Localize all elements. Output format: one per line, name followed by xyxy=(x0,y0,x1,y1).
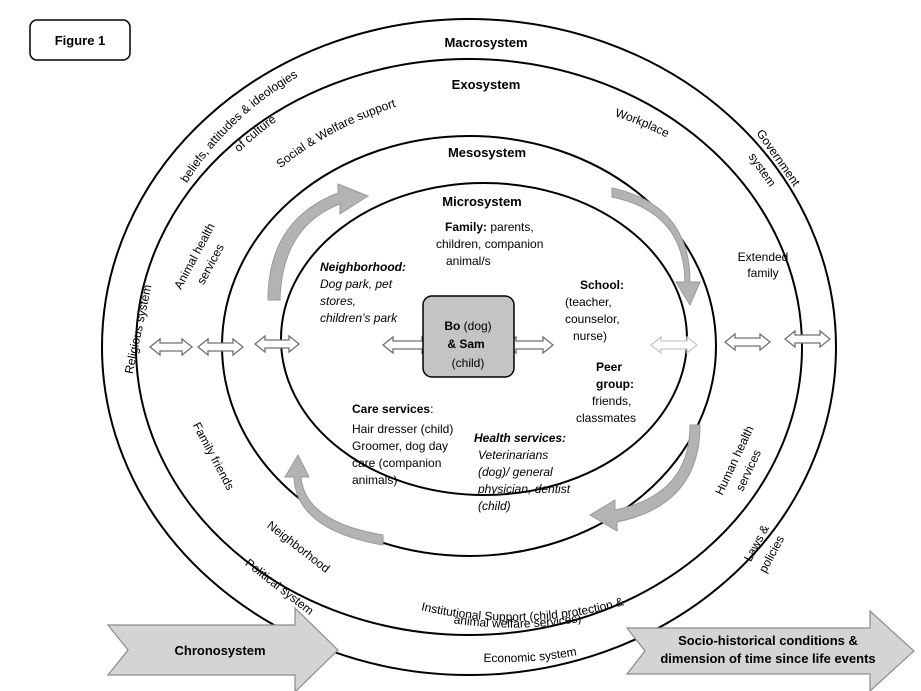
health-heading: Health services: xyxy=(474,431,566,445)
center-bo: Bo xyxy=(444,319,460,333)
exosystem-ring xyxy=(135,58,803,636)
chronosystem-right-arrow xyxy=(625,609,915,691)
double-arrow-3 xyxy=(253,334,301,354)
family-line-3: animal/s xyxy=(446,254,491,268)
svg-text:Workplace: Workplace xyxy=(614,106,672,141)
double-arrow-8 xyxy=(783,329,832,349)
care-heading: Care services xyxy=(352,402,430,416)
center-box xyxy=(422,295,515,378)
chrono-right-line-2: dimension of time since life events xyxy=(660,651,875,666)
macrosystem-ring xyxy=(101,18,837,676)
care-colon: : xyxy=(430,402,433,416)
chrono-right-line-1: Socio-historical conditions & xyxy=(678,633,858,648)
svg-text:animal welfare services): animal welfare services) xyxy=(453,611,582,631)
neighborhood-line-3: children’s park xyxy=(320,311,398,325)
school-heading: School: xyxy=(580,278,624,292)
curved-arrows xyxy=(267,183,701,546)
family-text-1: parents, xyxy=(487,220,534,234)
care-line-4: animals) xyxy=(352,473,397,487)
peer-line-2: group: xyxy=(596,377,634,391)
care-line-3: care (companion xyxy=(352,456,441,470)
care-heading-line: Care services: xyxy=(352,402,433,416)
political-system-label: Political system xyxy=(243,556,317,618)
chronosystem-label: Chronosystem xyxy=(174,643,265,658)
social-welfare-label: Social & Welfare support xyxy=(273,96,397,171)
center-line-3: (child) xyxy=(452,356,485,370)
figure-label: Figure 1 xyxy=(55,33,106,48)
curved-arrow-bottom-left xyxy=(284,453,384,546)
family-line-1: Family: parents, xyxy=(445,220,534,234)
svg-text:Social & Welfare support: Social & Welfare support xyxy=(273,96,397,171)
center-line-2: & Sam xyxy=(447,337,484,351)
extended-family-label-1: Extended xyxy=(738,250,789,264)
curved-arrow-top-right xyxy=(611,187,701,307)
peer-line-1: Peer xyxy=(596,360,622,374)
center-dog: (dog) xyxy=(460,319,491,333)
double-arrow-7 xyxy=(723,332,772,352)
institutional-label-2: animal welfare services) xyxy=(453,611,582,631)
neighborhood-line-1: Dog park, pet xyxy=(320,277,393,291)
double-arrows xyxy=(148,329,832,357)
double-arrow-6 xyxy=(649,335,699,355)
curved-arrow-bottom-right xyxy=(589,424,701,532)
care-line-1: Hair dresser (child) xyxy=(352,422,453,436)
economic-system-label: Economic system xyxy=(483,644,577,665)
school-line-3: nurse) xyxy=(573,329,607,343)
chronosystem-left-arrow xyxy=(106,606,339,691)
peer-line-3: friends, xyxy=(592,394,631,408)
family-line-2: children, companion xyxy=(436,237,543,251)
care-line-2: Groomer, dog day xyxy=(352,439,448,453)
health-line-2: (dog)/ general xyxy=(478,465,553,479)
double-arrow-1 xyxy=(148,337,194,357)
neighborhood-heading: Neighborhood: xyxy=(320,260,406,274)
double-arrow-5 xyxy=(504,335,555,355)
health-line-3: physician, dentist xyxy=(477,482,571,496)
school-line-2: counselor, xyxy=(565,312,620,326)
macrosystem-label: Macrosystem xyxy=(444,35,527,50)
curved-arrow-top-left xyxy=(267,183,370,301)
svg-text:Economic system: Economic system xyxy=(483,644,577,665)
figure-label-box xyxy=(29,19,131,61)
religious-system-label: Religious system xyxy=(122,283,155,375)
neighborhood-ring-label: Neighborhood xyxy=(264,518,332,575)
center-line-1: Bo (dog) xyxy=(444,319,491,333)
school-line-1: (teacher, xyxy=(565,295,612,309)
double-arrow-2 xyxy=(196,337,245,357)
exosystem-label: Exosystem xyxy=(452,77,521,92)
family-friends-label: Family friends xyxy=(190,420,237,493)
mesosystem-label: Mesosystem xyxy=(448,145,526,160)
peer-line-4: classmates xyxy=(576,411,636,425)
health-line-1: Veterinarians xyxy=(478,448,548,462)
microsystem-label: Microsystem xyxy=(442,194,521,209)
family-heading: Family: xyxy=(445,220,487,234)
neighborhood-line-2: stores, xyxy=(320,294,356,308)
health-line-4: (child) xyxy=(478,499,511,513)
workplace-label: Workplace xyxy=(614,106,672,141)
extended-family-label-2: family xyxy=(747,266,778,280)
